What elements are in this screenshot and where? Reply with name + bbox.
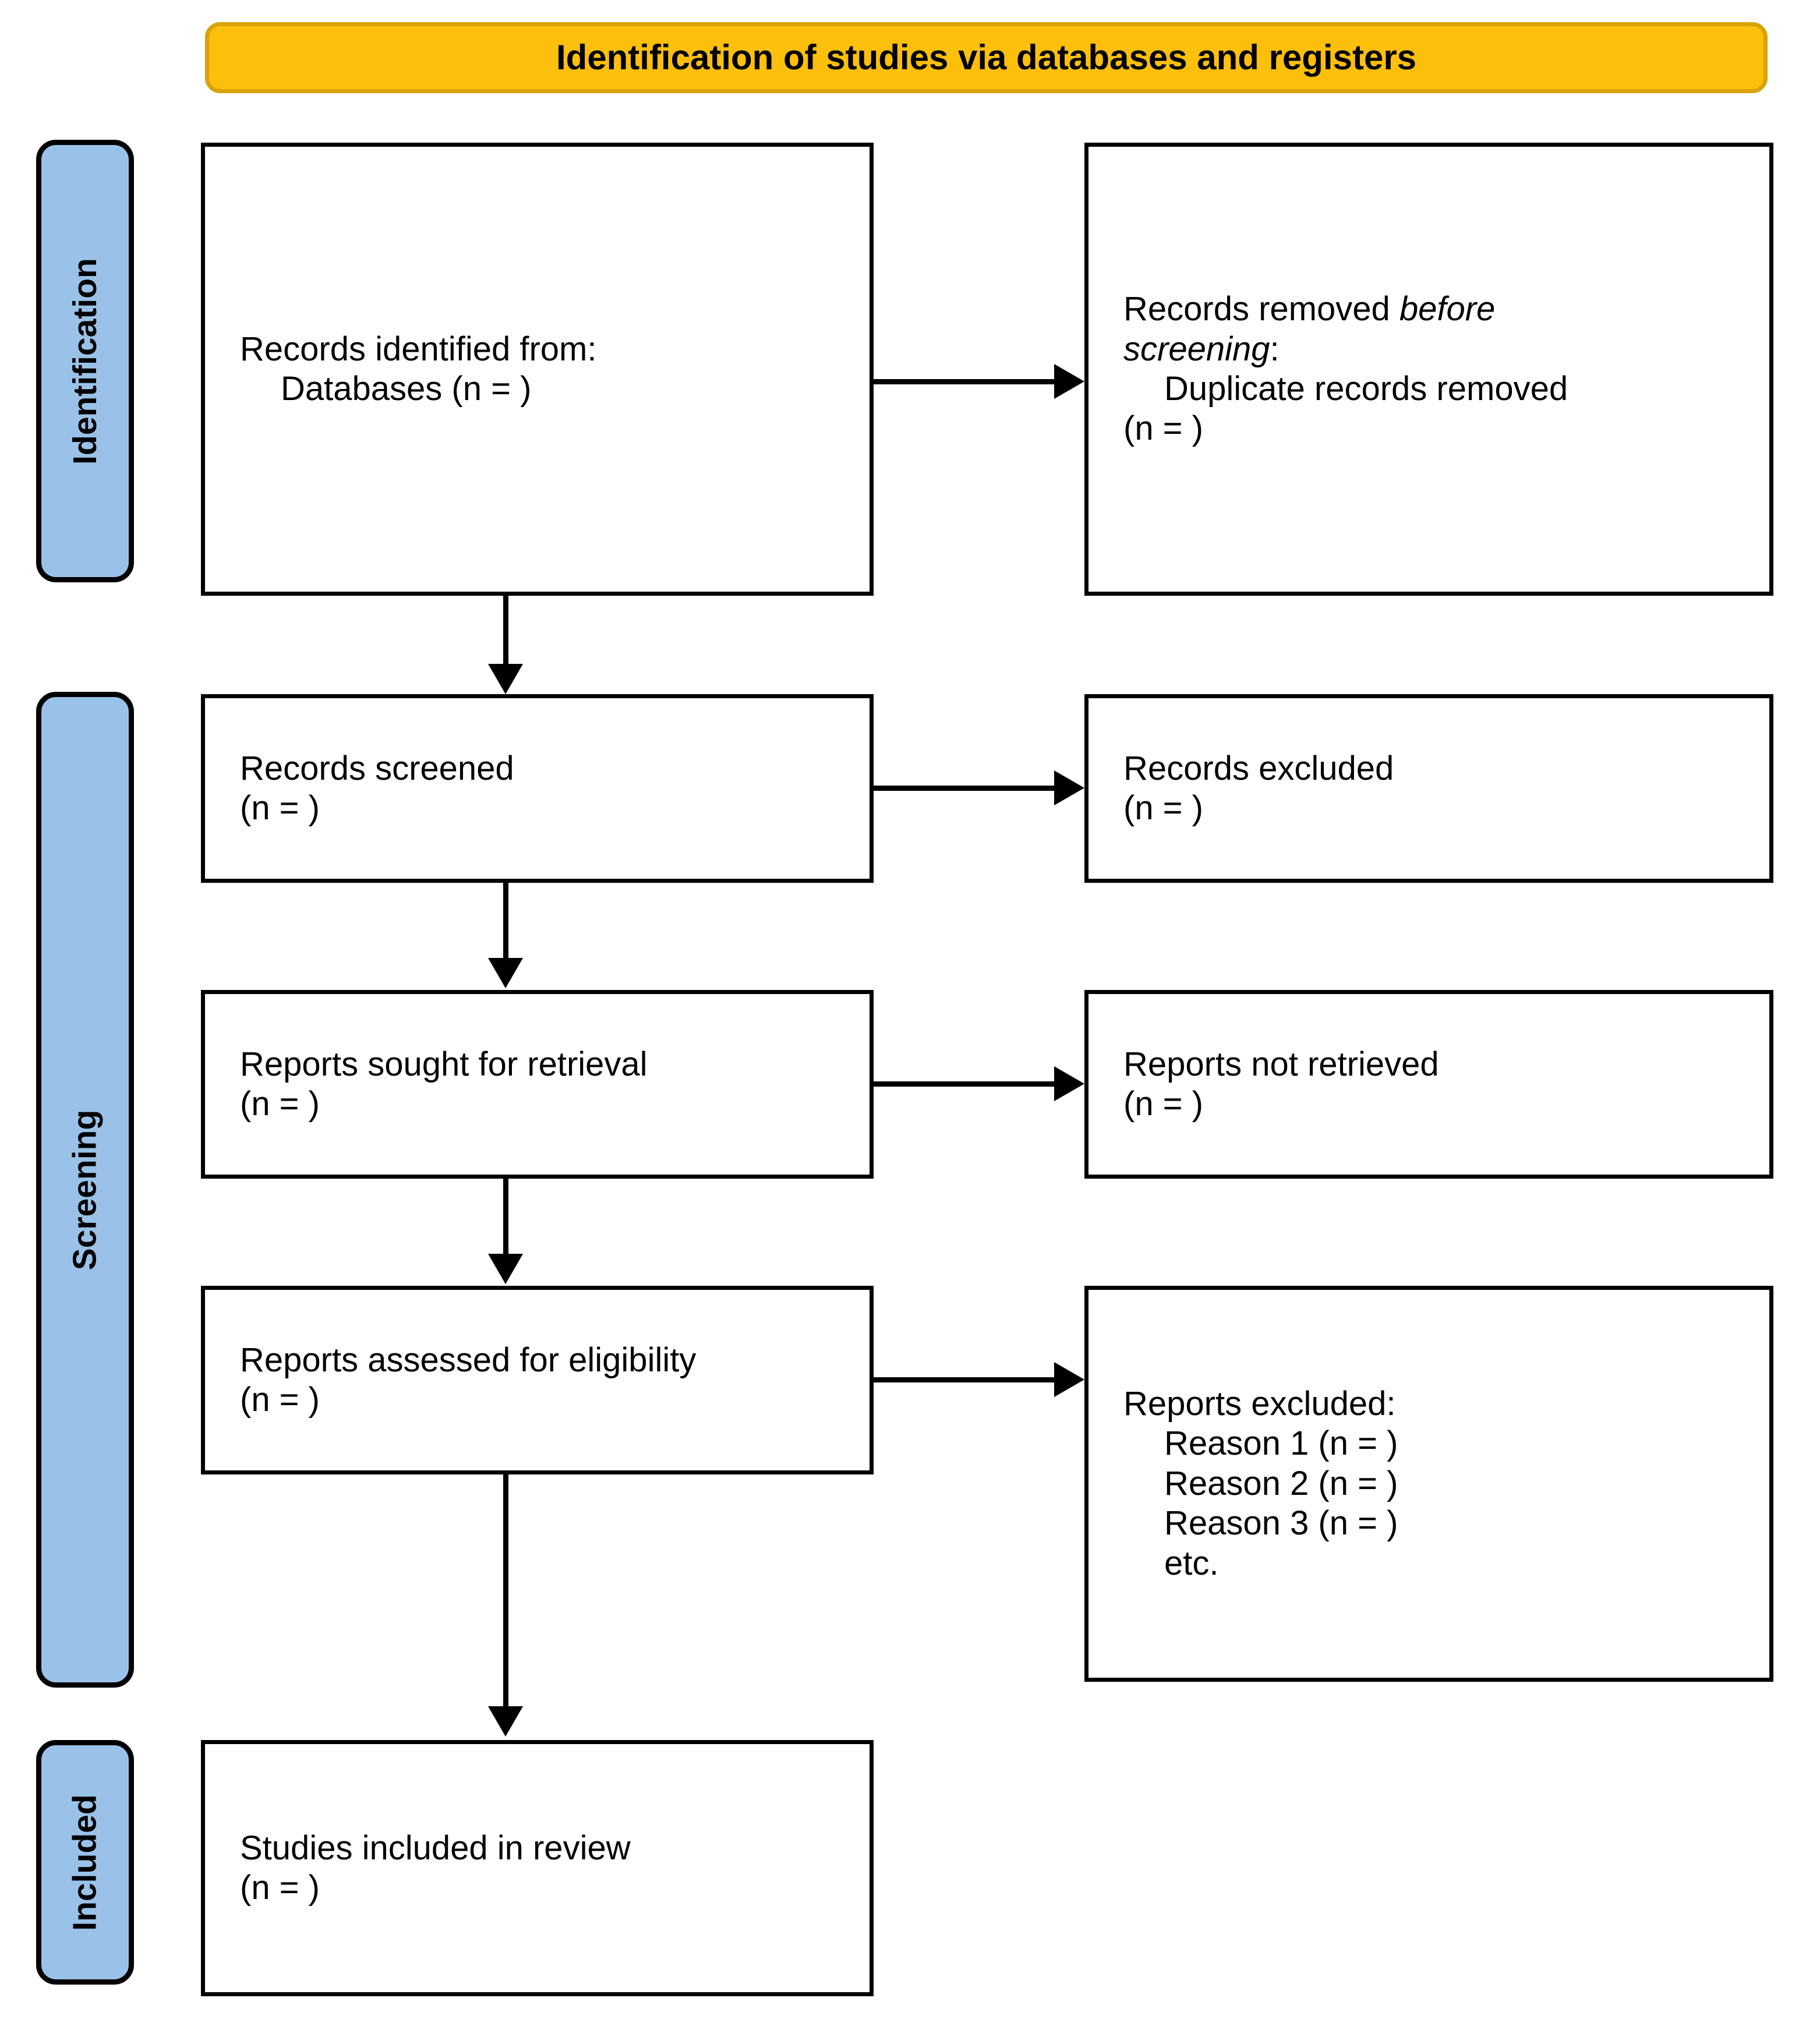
stage-bar-screening: Screening: [36, 692, 134, 1688]
box-records-identified-line-2: Databases (n = ): [281, 370, 532, 408]
box-studies-included-line-2: (n = ): [240, 1869, 320, 1907]
records-removed-italic-screening: screening: [1123, 330, 1270, 368]
box-studies-included-line-1: Studies included in review: [240, 1829, 631, 1867]
connector-sought-to-not-retrieved: [874, 1081, 1054, 1087]
arrowhead-identified-to-screened: [488, 664, 523, 694]
arrowhead-sought-to-not-retrieved: [1054, 1066, 1084, 1101]
box-reports-not-retrieved-line-2: (n = ): [1123, 1085, 1203, 1123]
box-reports-not-retrieved-line-1: Reports not retrieved: [1123, 1045, 1439, 1083]
stage-label-screening: Screening: [66, 1109, 104, 1270]
arrowhead-assessed-to-reports-excluded: [1054, 1362, 1084, 1397]
connector-screened-to-excluded: [874, 786, 1054, 791]
box-records-identified-line-1: Records identified from:: [240, 330, 597, 368]
stage-bar-included: Included: [36, 1740, 134, 1985]
stage-bar-identification: Identification: [36, 140, 134, 582]
connector-identified-to-screened: [503, 596, 508, 666]
box-records-removed: Records removed before screening: Duplic…: [1084, 143, 1773, 596]
box-reports-assessed-line-2: (n = ): [240, 1381, 320, 1419]
stage-label-identification: Identification: [66, 257, 104, 465]
box-records-screened: Records screened (n = ): [201, 694, 874, 883]
connector-assessed-to-reports-excluded: [874, 1377, 1054, 1382]
box-reports-assessed: Reports assessed for eligibility (n = ): [201, 1286, 874, 1474]
box-reports-excluded-reason-3: Reason 3 (n = ): [1164, 1504, 1398, 1543]
arrowhead-assessed-to-included: [488, 1706, 523, 1737]
box-records-excluded-line-2: (n = ): [1123, 789, 1203, 827]
box-records-excluded: Records excluded (n = ): [1084, 694, 1773, 883]
box-reports-sought-line-2: (n = ): [240, 1085, 320, 1123]
records-removed-italic-before: before: [1399, 290, 1496, 328]
box-reports-not-retrieved: Reports not retrieved (n = ): [1084, 990, 1773, 1179]
arrowhead-screened-to-excluded: [1054, 770, 1084, 805]
box-records-removed-line-4: (n = ): [1123, 409, 1203, 448]
box-records-screened-line-1: Records screened: [240, 749, 514, 787]
box-reports-excluded-reason-1: Reason 1 (n = ): [1164, 1424, 1398, 1463]
box-reports-assessed-line-1: Reports assessed for eligibility: [240, 1341, 697, 1379]
arrowhead-identified-to-removed: [1054, 364, 1084, 399]
box-reports-sought-line-1: Reports sought for retrieval: [240, 1045, 648, 1083]
arrowhead-screened-to-sought: [488, 958, 523, 988]
records-removed-prefix: Records removed: [1123, 290, 1399, 328]
box-records-excluded-line-1: Records excluded: [1123, 749, 1394, 787]
records-removed-colon: :: [1270, 330, 1280, 368]
box-records-screened-line-2: (n = ): [240, 789, 320, 827]
arrowhead-sought-to-assessed: [488, 1254, 523, 1284]
box-reports-excluded-reason-2: Reason 2 (n = ): [1164, 1464, 1398, 1502]
box-studies-included: Studies included in review (n = ): [201, 1740, 874, 1996]
connector-screened-to-sought: [503, 883, 508, 959]
box-records-removed-line-1: Records removed before: [1088, 289, 1769, 329]
box-records-identified: Records identified from: Databases (n = …: [201, 143, 874, 596]
box-reports-excluded-etc: etc.: [1164, 1544, 1219, 1582]
box-reports-excluded-line-1: Reports excluded:: [1123, 1384, 1396, 1423]
connector-identified-to-removed: [874, 379, 1054, 384]
box-records-removed-line-3: Duplicate records removed: [1164, 370, 1568, 408]
connector-assessed-to-included: [503, 1474, 508, 1707]
diagram-header-banner: Identification of studies via databases …: [205, 22, 1768, 93]
box-reports-excluded: Reports excluded: Reason 1 (n = ) Reason…: [1084, 1286, 1773, 1682]
connector-sought-to-assessed: [503, 1179, 508, 1254]
box-reports-sought: Reports sought for retrieval (n = ): [201, 990, 874, 1179]
stage-label-included: Included: [66, 1794, 104, 1931]
page-title: Identification of studies via databases …: [556, 38, 1417, 77]
box-records-removed-line-2: screening:: [1088, 330, 1769, 369]
